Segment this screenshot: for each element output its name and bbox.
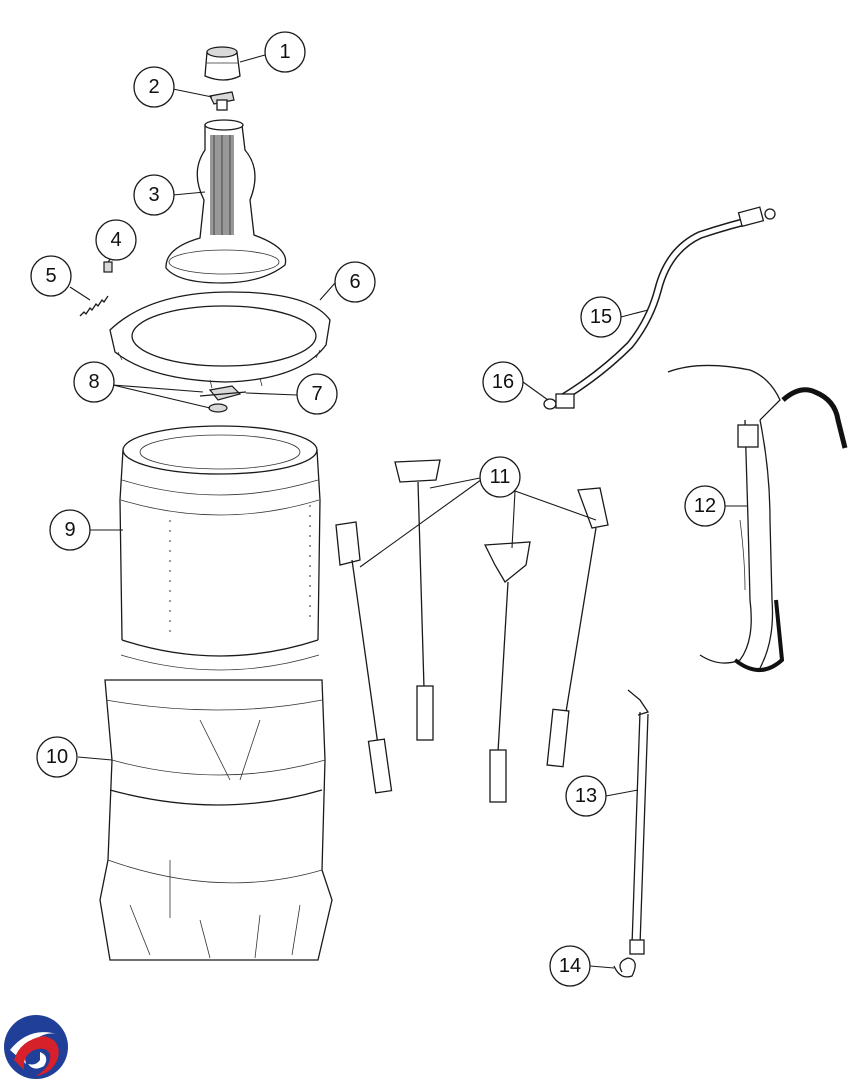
- callout-8-label: 8: [88, 371, 99, 393]
- callout-5-label: 5: [45, 265, 56, 287]
- callout-15-label: 15: [590, 306, 612, 328]
- part-3-agitator: [165, 119, 287, 284]
- callout-2: 2: [133, 66, 175, 108]
- callout-9: 9: [49, 509, 91, 551]
- callout-12-label: 12: [694, 495, 716, 517]
- part-6-balance-ring: [109, 291, 331, 389]
- part-2-fastener: [209, 91, 235, 111]
- suspension-rod-2: [394, 459, 441, 741]
- callout-1-label: 1: [279, 41, 290, 63]
- callout-6: 6: [334, 261, 376, 303]
- part-15-inlet-hose: [559, 206, 776, 402]
- callout-16-label: 16: [492, 371, 514, 393]
- part-8-washer: [208, 403, 228, 413]
- part-13-pressure-tube: [627, 689, 650, 955]
- callout-10-label: 10: [46, 746, 68, 768]
- suspension-rod-1: [335, 521, 393, 794]
- callout-7: 7: [296, 373, 338, 415]
- callout-3-label: 3: [148, 184, 159, 206]
- callout-13-label: 13: [575, 785, 597, 807]
- callout-2-label: 2: [148, 76, 159, 98]
- part-10-tub: [99, 679, 333, 961]
- part-7-hub: [199, 385, 247, 401]
- callout-7-label: 7: [311, 383, 322, 405]
- callout-4-label: 4: [110, 229, 121, 251]
- callout-11-label: 11: [490, 466, 511, 488]
- callout-14: 14: [549, 945, 591, 987]
- part-11-suspension-rods: [335, 459, 609, 803]
- callout-6-label: 6: [349, 271, 360, 293]
- suspension-rod-4: [546, 487, 609, 768]
- part-14-clamp: [613, 957, 636, 978]
- callout-5: 5: [30, 255, 72, 297]
- part-1-agitator-cap: [204, 46, 241, 81]
- part-16-hose-washer: [543, 393, 575, 410]
- part-4-nut: [103, 261, 113, 273]
- leader-lines: [69, 54, 748, 969]
- suspension-rod-3: [483, 541, 531, 803]
- callout-1: 1: [264, 31, 306, 73]
- callout-14-label: 14: [559, 955, 581, 977]
- callout-8: 8: [73, 361, 115, 403]
- callout-9-label: 9: [64, 519, 75, 541]
- callout-10: 10: [36, 736, 78, 778]
- callout-15: 15: [580, 296, 622, 338]
- part-12-wire-harness: [667, 364, 848, 672]
- callout-11: 11: [479, 456, 521, 498]
- callout-4: 4: [95, 219, 137, 261]
- brand-logo: [4, 1015, 68, 1079]
- part-9-basket: [119, 425, 321, 671]
- callout-3: 3: [133, 174, 175, 216]
- callout-12: 12: [684, 485, 726, 527]
- callout-13: 13: [565, 775, 607, 817]
- part-5-spring: [79, 295, 109, 317]
- callout-16: 16: [482, 361, 524, 403]
